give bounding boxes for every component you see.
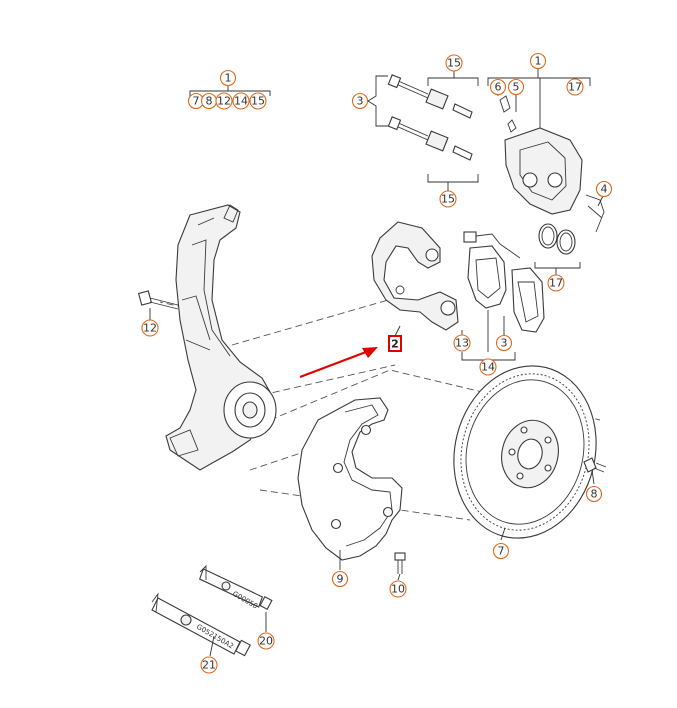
highlight-arrow xyxy=(299,347,378,379)
callout-17-bottom: 17 xyxy=(547,274,565,292)
callout-label: 9 xyxy=(337,573,344,586)
brake-disc xyxy=(453,365,597,539)
caliper-housing xyxy=(499,95,605,233)
callout-label: 8 xyxy=(591,488,598,501)
grease-tube-20: G00050 xyxy=(198,564,273,611)
callout-label: 5 xyxy=(513,81,520,94)
callout-12: 12 xyxy=(141,319,159,337)
callout-label: 6 xyxy=(495,81,502,94)
callout-label: 10 xyxy=(391,583,405,596)
callout-label: 17 xyxy=(568,81,582,94)
callout-legend-7: 7 xyxy=(187,92,205,110)
callout-7: 7 xyxy=(492,542,510,560)
callout-label: 8 xyxy=(206,95,213,108)
callout-1-legend: 1 xyxy=(219,69,237,87)
caliper-guide-bolts xyxy=(387,74,473,161)
grease-tube-21: G052150A2 xyxy=(151,592,251,657)
callout-17-top: 17 xyxy=(566,78,584,96)
callout-3-bolts: 3 xyxy=(351,92,369,110)
piston-seals xyxy=(538,223,576,255)
callout-label: 21 xyxy=(202,659,216,672)
dust-shield xyxy=(297,397,403,561)
callout-1-caliper: 1 xyxy=(529,52,547,70)
callout-label: 15 xyxy=(441,193,455,206)
callout-5: 5 xyxy=(507,78,525,96)
callout-label: 14 xyxy=(234,95,248,108)
callout-10: 10 xyxy=(389,580,407,598)
caliper-carrier xyxy=(371,221,459,331)
callout-label: 13 xyxy=(455,337,469,350)
callout-13: 13 xyxy=(453,334,471,352)
brake-pads xyxy=(463,231,545,333)
callout-9: 9 xyxy=(331,570,349,588)
callout-label: 1 xyxy=(535,55,542,68)
callout-legend-14: 14 xyxy=(232,92,250,110)
shield-screw xyxy=(394,552,406,574)
callout-label: 15 xyxy=(251,95,265,108)
callout-4: 4 xyxy=(595,180,613,198)
callout-braces xyxy=(149,68,604,657)
callout-21: 21 xyxy=(200,656,218,674)
callout-3-pads: 3 xyxy=(495,334,513,352)
callout-2-highlight: 2 xyxy=(388,335,402,352)
callout-15-top: 15 xyxy=(445,54,463,72)
callout-label: 3 xyxy=(357,95,364,108)
callout-label: 7 xyxy=(498,545,505,558)
callout-label: 12 xyxy=(217,95,231,108)
callout-label: 4 xyxy=(601,183,608,196)
callout-6: 6 xyxy=(489,78,507,96)
steering-knuckle xyxy=(165,204,277,471)
disc-screw xyxy=(583,457,607,473)
callout-label: 17 xyxy=(549,277,563,290)
callout-legend-15: 15 xyxy=(249,92,267,110)
callout-8: 8 xyxy=(585,485,603,503)
callout-label: 1 xyxy=(225,72,232,85)
callout-legend-12: 12 xyxy=(215,92,233,110)
callout-label: 12 xyxy=(143,322,157,335)
callout-label: 20 xyxy=(259,635,273,648)
callout-legend-8: 8 xyxy=(200,92,218,110)
callout-label: 3 xyxy=(501,337,508,350)
callout-14: 14 xyxy=(479,358,497,376)
knuckle-bolt xyxy=(137,290,179,310)
callout-15-bottom: 15 xyxy=(439,190,457,208)
callout-20: 20 xyxy=(257,632,275,650)
callout-label: 15 xyxy=(447,57,461,70)
callout-label: 7 xyxy=(193,95,200,108)
callout-label: 2 xyxy=(391,338,399,351)
callout-label: 14 xyxy=(481,361,495,374)
